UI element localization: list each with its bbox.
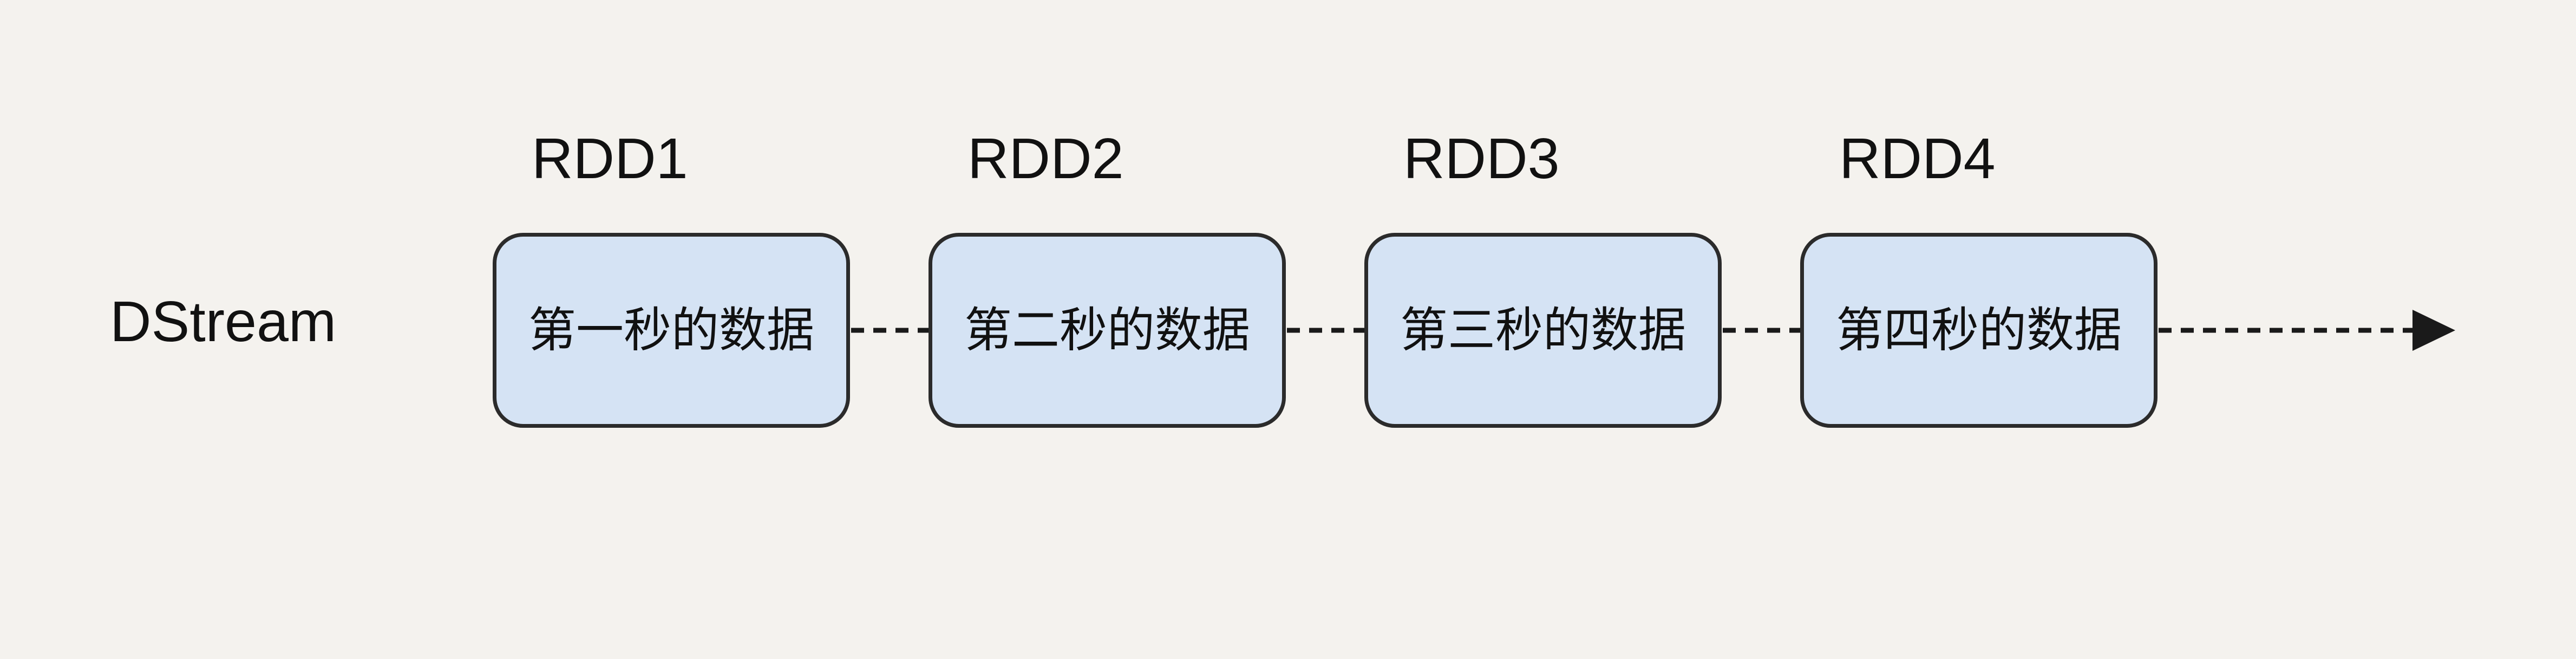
rdd-box-label: 第一秒的数据 — [528, 303, 814, 357]
rdd-title: RDD4 — [1839, 127, 1996, 191]
rdd-node-2: RDD2 第二秒的数据 — [929, 127, 1286, 428]
rdd-box: 第四秒的数据 — [1800, 233, 2157, 428]
dstream-label: DStream — [110, 290, 337, 354]
rdd-title: RDD2 — [967, 127, 1124, 191]
rdd-node-4: RDD4 第四秒的数据 — [1800, 127, 2157, 428]
rdd-title: RDD3 — [1403, 127, 1560, 191]
rdd-node-3: RDD3 第三秒的数据 — [1364, 127, 1722, 428]
rdd-title: RDD1 — [532, 127, 688, 191]
arrowhead-icon — [2412, 310, 2455, 351]
rdd-box: 第三秒的数据 — [1364, 233, 1722, 428]
rdd-node-1: RDD1 第一秒的数据 — [493, 127, 850, 428]
rdd-box: 第二秒的数据 — [929, 233, 1286, 428]
rdd-box-label: 第二秒的数据 — [964, 303, 1250, 357]
rdd-box-label: 第四秒的数据 — [1835, 303, 2122, 357]
rdd-box-label: 第三秒的数据 — [1400, 303, 1686, 357]
rdd-box: 第一秒的数据 — [493, 233, 850, 428]
